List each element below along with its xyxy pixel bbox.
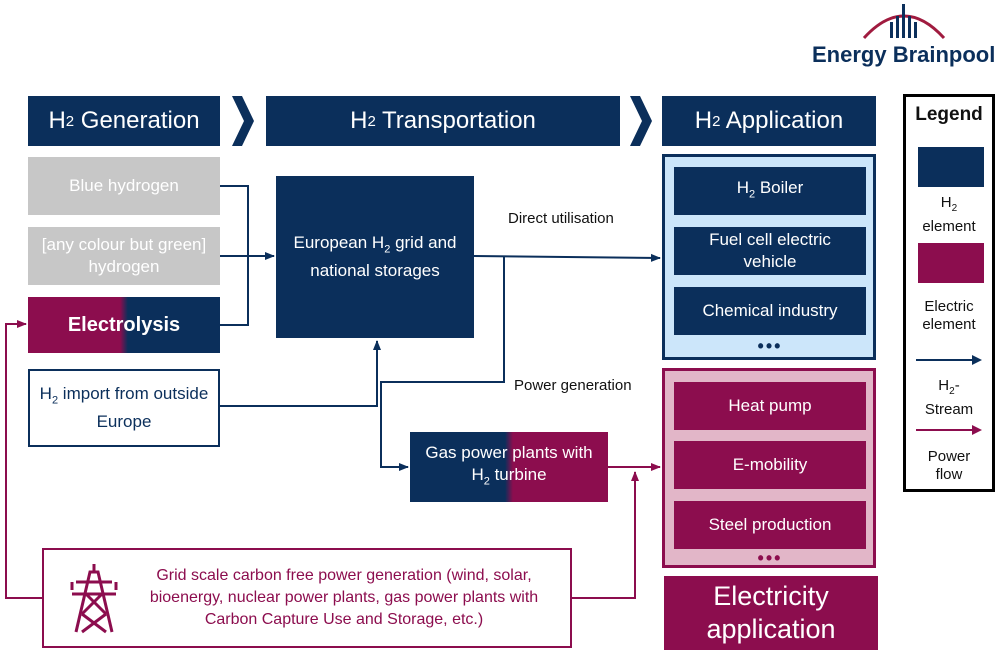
- blue-hydrogen-box: Blue hydrogen: [28, 157, 220, 215]
- legend-h2-stream-arrow-icon: [916, 355, 982, 365]
- chemical-industry-box: Chemical industry: [674, 287, 866, 335]
- fuel-cell-vehicle-box: Fuel cell electric vehicle: [674, 227, 866, 275]
- h2-stream-arrow: [473, 253, 661, 262]
- european-h2-grid-box: European H2 grid and national storages: [276, 176, 474, 338]
- logo-text: Energy Brainpool: [812, 42, 996, 67]
- heat-pump-box: Heat pump: [674, 382, 866, 430]
- legend-h2-stream-label: H2- Stream: [924, 377, 974, 418]
- legend-power-flow-label: Power flow: [927, 448, 971, 483]
- gas-power-plants-box: Gas power plants with H2 turbine: [410, 432, 608, 502]
- legend-power-flow-arrow-icon: [916, 425, 982, 435]
- h2-boiler-box: H2 Boiler: [674, 167, 866, 215]
- legend-h2-swatch: [918, 147, 984, 187]
- legend: [903, 94, 995, 492]
- h2-import-box: H2 import from outside Europe: [28, 369, 220, 447]
- logo: Energy Brainpool: [808, 0, 1000, 72]
- e-mobility-box: E-mobility: [674, 441, 866, 489]
- direct-utilisation-label: Direct utilisation: [508, 210, 614, 227]
- power-flow-arrow: [572, 471, 639, 599]
- chevron-right-icon: [630, 96, 652, 146]
- power-flow-arrow: [5, 320, 42, 599]
- electricity-application-title: Electricity application: [664, 576, 878, 650]
- h2-stream-arrow: [220, 340, 381, 407]
- chevron-right-icon: [232, 96, 254, 146]
- electrolysis-box: Electrolysis: [28, 297, 220, 353]
- more-dots: •••: [757, 335, 783, 356]
- more-dots: •••: [757, 547, 783, 568]
- legend-electric-swatch: [918, 243, 984, 283]
- any-colour-hydrogen-box: [any colour but green] hydrogen: [28, 227, 220, 285]
- power-generation-source-text: Grid scale carbon free power generation …: [149, 567, 539, 628]
- legend-electric-element-label: Electric element: [922, 298, 976, 333]
- logo-graphic: [862, 4, 946, 40]
- legend-h2-element-label: H2 element: [922, 194, 976, 235]
- h2-stream-arrow: [380, 256, 505, 471]
- power-generation-label: Power generation: [514, 377, 632, 394]
- steel-production-box: Steel production: [674, 501, 866, 549]
- power-generation-source-box: [42, 548, 572, 648]
- power-tower-icon: [70, 564, 118, 634]
- legend-title: Legend: [915, 104, 983, 125]
